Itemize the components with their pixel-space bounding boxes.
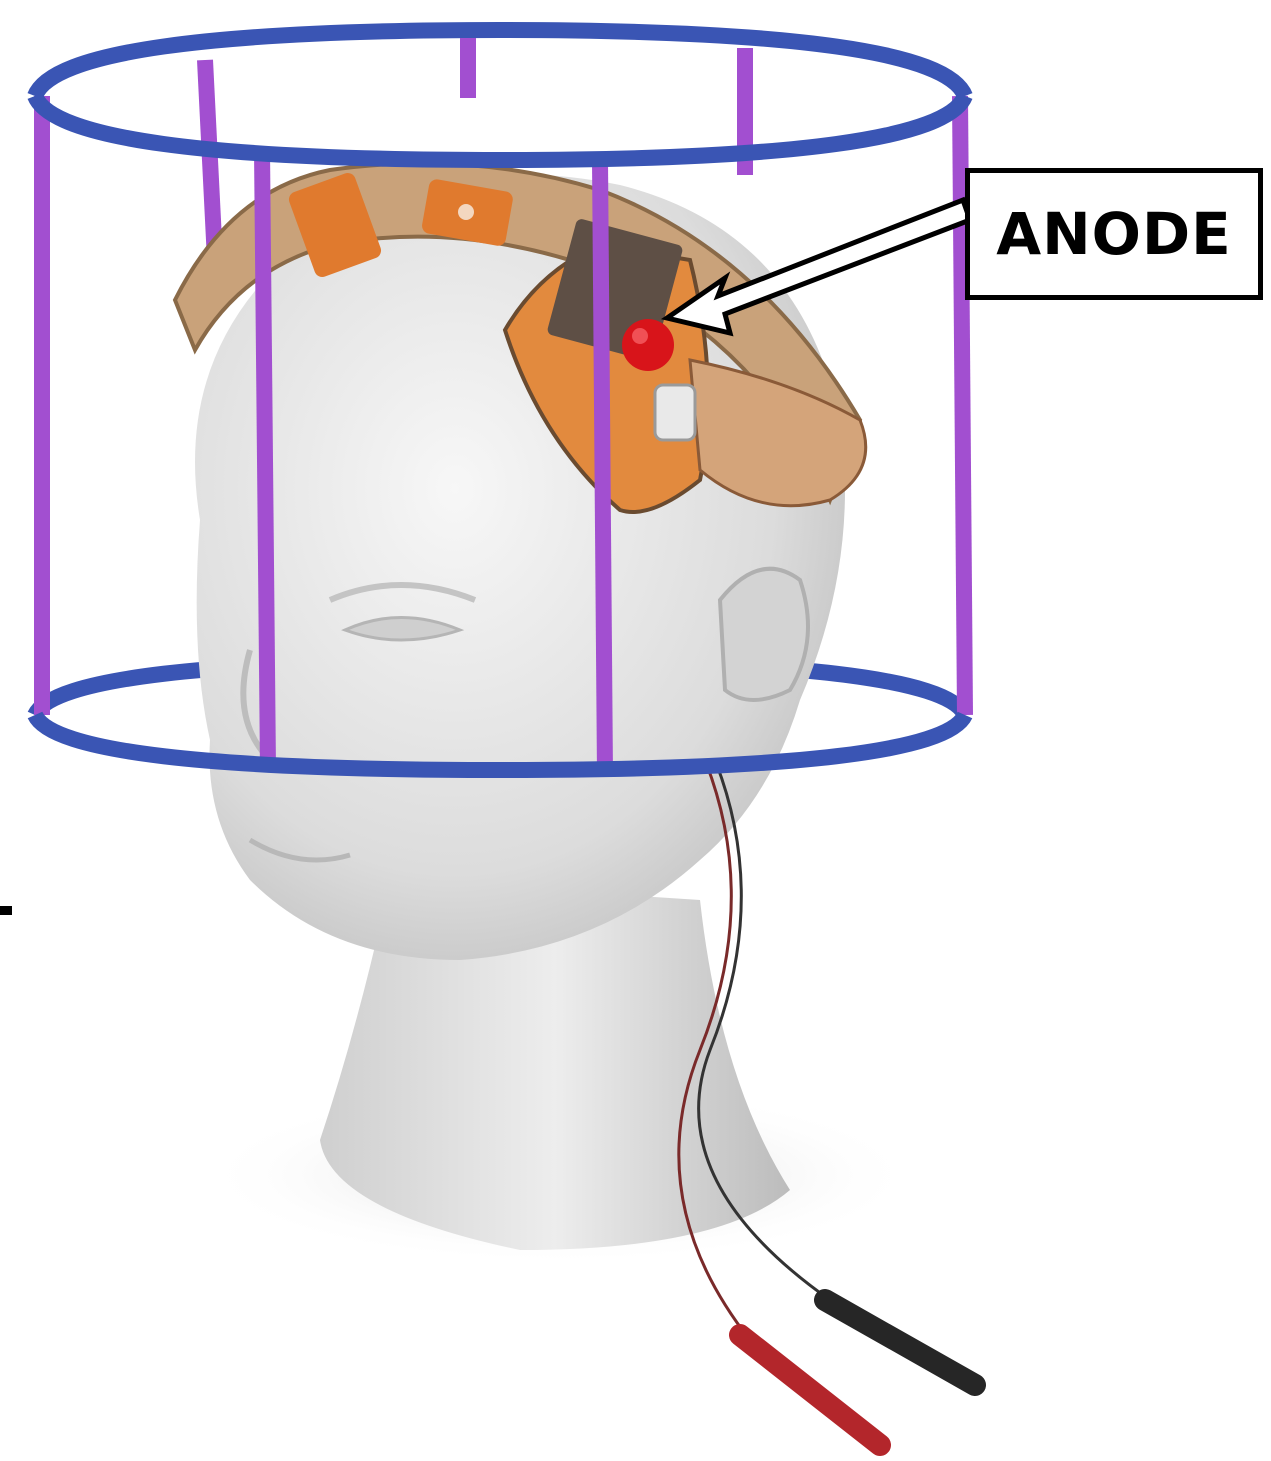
strut-front-3 bbox=[600, 160, 605, 775]
anode-electrode-icon bbox=[622, 319, 674, 371]
pad-rivet bbox=[458, 204, 474, 220]
lead-plug-red bbox=[740, 1335, 880, 1445]
strut-front-2 bbox=[262, 150, 268, 770]
anode-label: ANODE bbox=[996, 200, 1232, 268]
ear bbox=[720, 569, 808, 700]
top-ring-back bbox=[35, 30, 965, 96]
anode-electrode-highlight bbox=[632, 328, 648, 344]
lead-plug-black bbox=[825, 1300, 975, 1385]
top-ring-front bbox=[35, 96, 965, 160]
connector-clip bbox=[655, 385, 695, 440]
anode-label-box: ANODE bbox=[965, 168, 1263, 300]
edge-tick-mark bbox=[0, 906, 12, 915]
headset-back-strap bbox=[690, 360, 866, 506]
strut-back-1 bbox=[205, 60, 215, 260]
